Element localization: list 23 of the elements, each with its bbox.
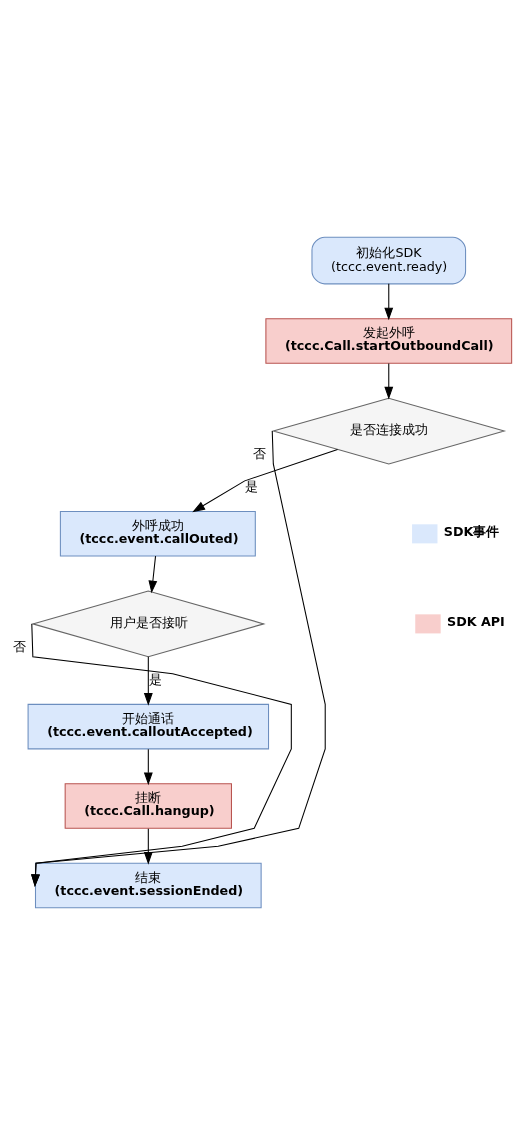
arrow xyxy=(31,430,326,888)
node-box: 外呼成功 (tccc.event.callOuted) xyxy=(59,511,256,557)
arrow xyxy=(384,283,394,321)
edge-label: 是 xyxy=(148,671,162,687)
legend-label: SDK事件 xyxy=(443,524,500,540)
node-box: 发起外呼 (tccc.Call.startOutboundCall) xyxy=(265,318,513,364)
node-diamond: 用户是否接听 xyxy=(30,590,266,658)
arrow xyxy=(143,656,153,706)
arrow xyxy=(143,828,153,865)
arrow xyxy=(384,362,394,400)
edge-label: 否 xyxy=(12,638,26,654)
arrow xyxy=(143,748,153,786)
arrow xyxy=(31,623,292,888)
node-box: 初始化SDK (tccc.event.ready) xyxy=(311,236,467,285)
arrow xyxy=(192,448,339,513)
node-box: 结束 (tccc.event.sessionEnded) xyxy=(34,862,262,909)
node-diamond: 是否连接成功 xyxy=(271,397,507,465)
edge-label: 否 xyxy=(253,445,267,461)
edge-label: 是 xyxy=(245,479,259,495)
node-box: 挂断 (tccc.Call.hangup) xyxy=(64,783,232,829)
legend-label: SDK API xyxy=(447,614,505,630)
arrow xyxy=(148,555,158,594)
node-box: 开始通话 (tccc.event.calloutAccepted) xyxy=(27,703,270,750)
